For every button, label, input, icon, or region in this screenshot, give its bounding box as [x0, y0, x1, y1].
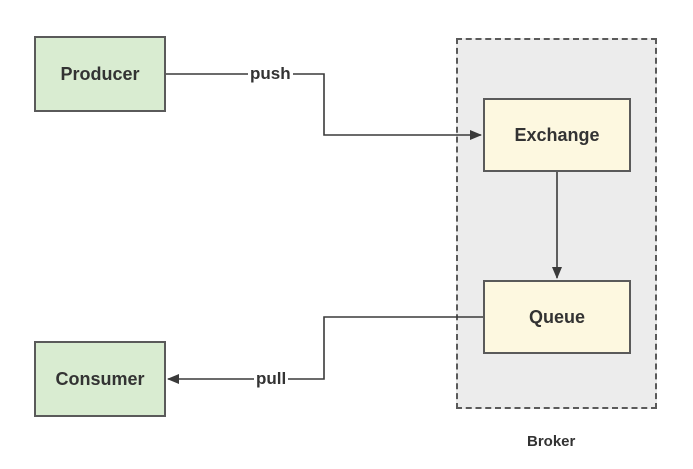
queue-label: Queue [528, 306, 585, 327]
pull-edge [167, 316, 483, 384]
push-edge-label: push [248, 64, 293, 84]
consumer-label: Consumer [55, 368, 145, 389]
pull-edge-label: pull [254, 369, 289, 389]
consumer-node: Consumer [34, 341, 166, 417]
queue-node: Queue [483, 280, 631, 354]
push-edge [166, 73, 482, 140]
producer-label: Producer [60, 63, 140, 84]
broker-label: Broker [527, 433, 576, 450]
exchange-node: Exchange [483, 98, 631, 172]
exchange-label: Exchange [514, 124, 600, 145]
producer-node: Producer [34, 36, 166, 112]
